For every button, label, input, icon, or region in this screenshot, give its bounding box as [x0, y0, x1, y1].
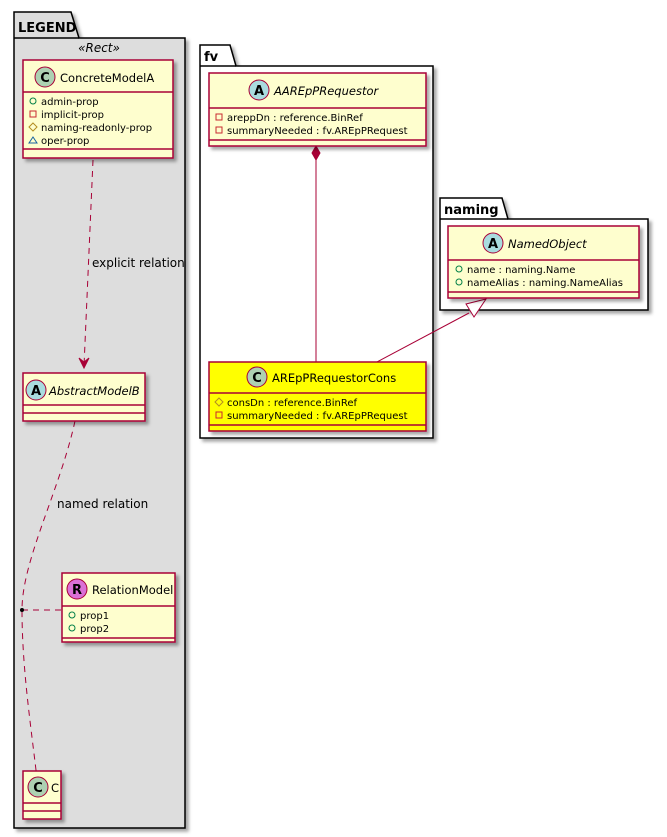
visibility-public-icon	[29, 97, 37, 105]
junction-dot	[20, 608, 24, 612]
relation-explicit: explicit relation	[78, 159, 185, 370]
class-kind-icon	[34, 66, 56, 88]
visibility-public-icon	[68, 611, 76, 619]
class-kind-letter: R	[72, 583, 82, 598]
class-kind-icon	[246, 366, 268, 388]
relation-inheritance	[376, 298, 488, 363]
class-name: C	[51, 781, 59, 795]
arrow-head-icon	[78, 357, 90, 370]
class-kind-icon	[482, 232, 504, 254]
class-kind-letter: C	[40, 71, 50, 86]
attribute-text: nameAlias : naming.NameAlias	[467, 278, 623, 289]
attribute-text: summaryNeeded : fv.AREpPRequest	[227, 126, 408, 137]
class-kind-icon	[27, 776, 49, 798]
attribute-text: consDn : reference.BinRef	[227, 398, 357, 409]
visibility-protected-icon	[214, 397, 224, 407]
attribute-row: prop2	[68, 624, 109, 635]
attribute-row: nameAlias : naming.NameAlias	[455, 278, 623, 289]
class-kind-letter: C	[252, 371, 262, 386]
attribute-text: implicit-prop	[41, 110, 104, 121]
class-kind-icon	[66, 578, 88, 600]
attribute-row: admin-prop	[29, 97, 99, 108]
visibility-protected-icon	[28, 122, 38, 132]
attribute-row: summaryNeeded : fv.AREpPRequest	[215, 411, 408, 422]
class-kind-letter: A	[31, 384, 41, 399]
attribute-row: consDn : reference.BinRef	[214, 397, 357, 409]
relation-composition	[311, 144, 321, 362]
attribute-text: prop2	[80, 624, 109, 635]
visibility-public-icon	[455, 265, 463, 273]
attribute-text: prop1	[80, 611, 109, 622]
class-name: NamedObject	[508, 237, 587, 251]
class-concrete-model-a[interactable]: C ConcreteModelA admin-prop implicit-pro…	[22, 59, 174, 159]
class-relation-model[interactable]: R RelationModel prop1 prop2	[61, 572, 176, 643]
package-title: fv	[204, 50, 219, 65]
composition-diamond-icon	[311, 144, 321, 162]
visibility-private-icon	[215, 113, 223, 121]
visibility-private-icon	[215, 126, 223, 134]
attribute-text: naming-readonly-prop	[41, 123, 152, 134]
visibility-package-icon	[28, 136, 38, 144]
attribute-text: oper-prop	[41, 136, 89, 147]
attribute-row: name : naming.Name	[455, 265, 575, 276]
visibility-private-icon	[29, 110, 37, 118]
class-name: RelationModel	[92, 583, 173, 597]
class-named-object[interactable]: A NamedObject name : naming.Name nameAli…	[447, 225, 640, 299]
class-c[interactable]: C C	[22, 770, 62, 820]
attribute-row: areppDn : reference.BinRef	[215, 113, 363, 124]
class-kind-letter: C	[33, 781, 43, 796]
inheritance-triangle-icon	[465, 298, 488, 318]
attribute-row: summaryNeeded : fv.AREpPRequest	[215, 126, 408, 137]
attribute-text: admin-prop	[41, 97, 99, 108]
class-kind-letter: A	[488, 237, 498, 252]
class-name: AbstractModelB	[48, 384, 140, 398]
class-name: AAREpPRequestor	[273, 84, 379, 98]
class-name: ConcreteModelA	[60, 71, 154, 85]
relation-label: named relation	[57, 497, 148, 511]
class-arep-requestor-cons[interactable]: C AREpPRequestorCons consDn : reference.…	[208, 361, 427, 432]
attribute-row: prop1	[68, 611, 109, 622]
attribute-row: oper-prop	[28, 136, 89, 147]
package-title: LEGEND	[18, 21, 77, 36]
package-stereotype: «Rect»	[78, 41, 120, 55]
package-title: naming	[444, 203, 499, 218]
class-kind-icon	[248, 79, 270, 101]
class-kind-letter: A	[254, 84, 264, 99]
attribute-text: name : naming.Name	[467, 265, 575, 276]
class-name: AREpPRequestorCons	[272, 371, 396, 385]
attribute-row: implicit-prop	[29, 110, 104, 121]
attribute-row: naming-readonly-prop	[28, 122, 152, 134]
class-abstract-model-b[interactable]: A AbstractModelB	[22, 372, 146, 422]
attribute-text: areppDn : reference.BinRef	[227, 113, 363, 124]
class-kind-icon	[25, 379, 47, 401]
attribute-text: summaryNeeded : fv.AREpPRequest	[227, 411, 408, 422]
visibility-private-icon	[215, 411, 223, 419]
relation-label: explicit relation	[92, 256, 185, 270]
visibility-public-icon	[455, 278, 463, 286]
visibility-public-icon	[68, 624, 76, 632]
class-aarep-requestor[interactable]: A AAREpPRequestor areppDn : reference.Bi…	[208, 72, 427, 147]
